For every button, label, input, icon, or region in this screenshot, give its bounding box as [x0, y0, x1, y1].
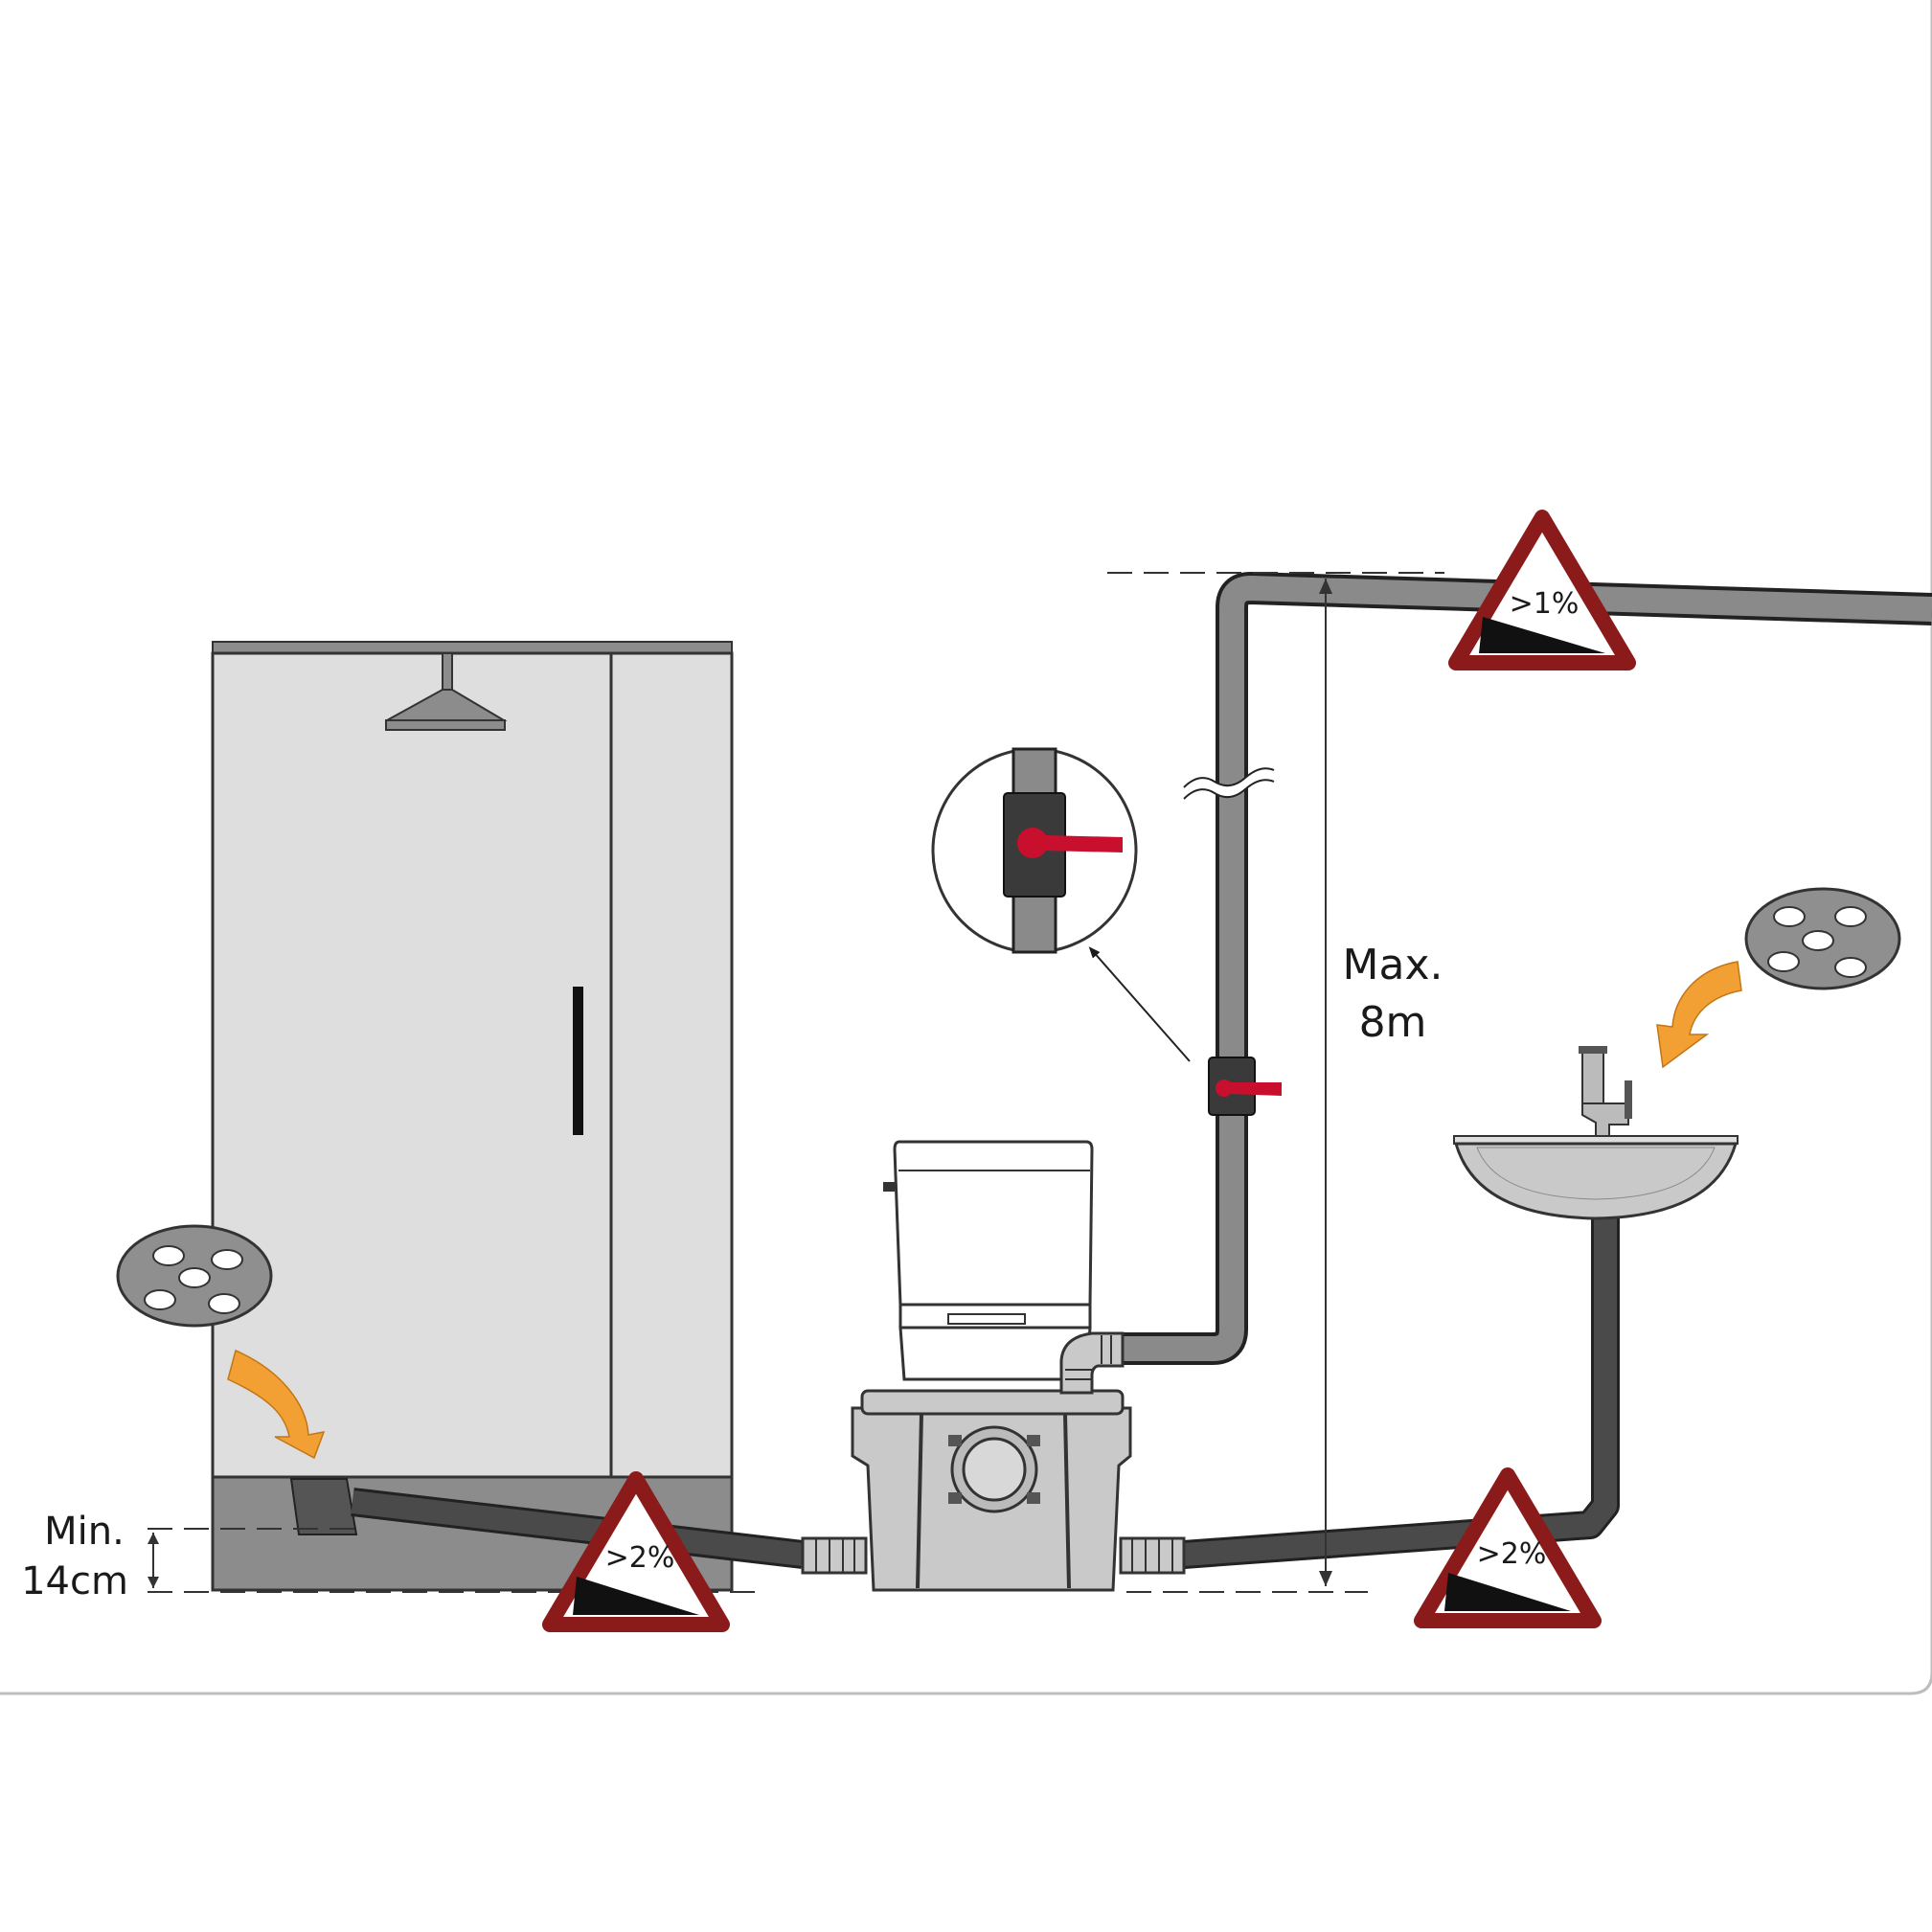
pipe-break-symbol — [1180, 767, 1276, 800]
shower-cabin — [211, 641, 734, 1592]
slope-warning-icon: >2% — [1414, 1467, 1602, 1628]
faucet-icon — [1579, 1046, 1632, 1137]
shower-drain-trap — [289, 1478, 358, 1535]
door-handle — [573, 987, 583, 1135]
pump-unit — [851, 1389, 1132, 1592]
ball-valve-icon — [1208, 1057, 1282, 1116]
min-height-label-line1: Min. — [44, 1510, 125, 1554]
curved-arrow-icon — [227, 1349, 326, 1460]
toilet — [883, 1140, 1094, 1381]
left-coupling — [801, 1536, 868, 1575]
curved-arrow-icon — [1656, 961, 1742, 1069]
discharge-elbow — [1059, 1331, 1125, 1395]
max-height-label-line1: Max. — [1343, 941, 1443, 989]
right-coupling — [1119, 1536, 1186, 1575]
slope-warning-icon: >2% — [542, 1471, 730, 1632]
max-height-label-line2: 8m — [1359, 998, 1427, 1047]
min-height-label-line2: 14cm — [21, 1559, 128, 1603]
washbasin — [1453, 1135, 1739, 1220]
filter-disc-icon — [116, 1224, 273, 1328]
slope-sign-shower-text: >2% — [605, 1541, 675, 1575]
slope-sign-basin-text: >2% — [1477, 1537, 1547, 1571]
valve-detail-callout — [931, 747, 1191, 1062]
max-height-dimension: Max. 8m — [1107, 572, 1444, 1593]
min-height-dimension: Min. 14cm — [21, 1510, 757, 1603]
slope-sign-top-text: >1% — [1510, 587, 1580, 621]
slope-warning-icon: >1% — [1448, 510, 1636, 671]
filter-disc-icon — [1744, 887, 1901, 990]
shower-head-icon — [385, 652, 508, 731]
